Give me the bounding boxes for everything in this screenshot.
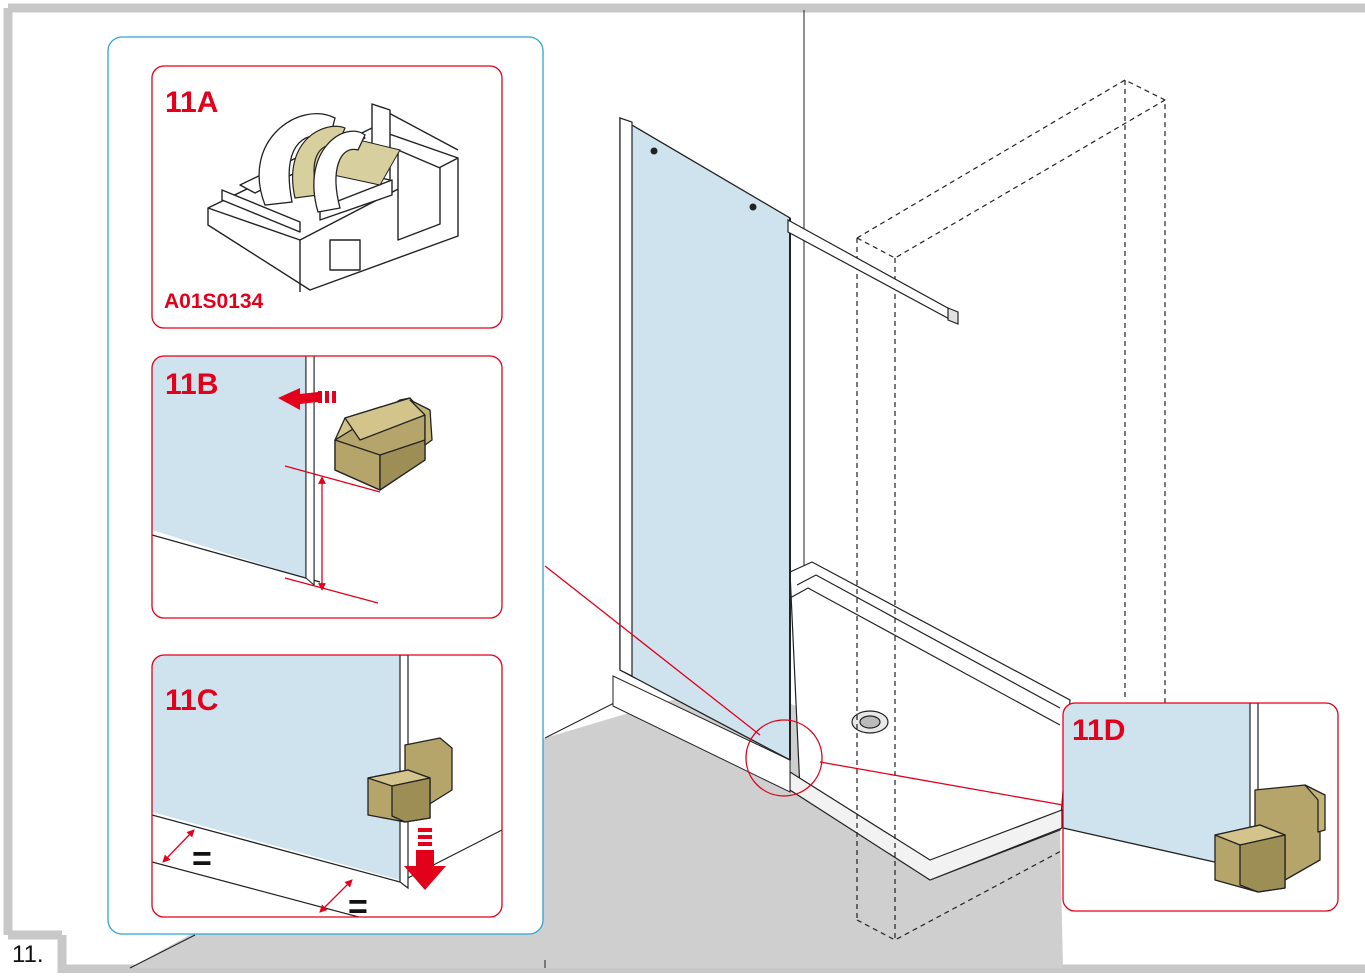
insert-arrow [278, 388, 336, 410]
page-frame [3, 3, 1365, 973]
panel-11b: 11B [151, 355, 503, 619]
gold-clip [334, 397, 433, 491]
panel-label-11a: 11A [165, 86, 218, 119]
equal-mark: = [192, 840, 212, 878]
part-code: A01S0134 [164, 290, 264, 313]
equal-mark: = [348, 888, 368, 926]
panel-11a: 11A A01S0134 [151, 65, 503, 329]
panel-11d: 11D [1062, 702, 1339, 912]
dashed-enclosure [856, 79, 1166, 941]
panel-11c: 11C = = [151, 654, 503, 926]
detail-callout-circle [745, 719, 823, 797]
glass-panel [619, 116, 791, 762]
stabiliser-bar [787, 218, 959, 325]
panel-label-11d: 11D [1072, 714, 1125, 747]
panel-label-11b: 11B [165, 368, 218, 401]
peel-tape [258, 113, 336, 206]
step-number: 11. [12, 941, 44, 968]
panel-label-11c: 11C [165, 684, 218, 717]
gold-clip [367, 737, 453, 823]
gold-clip [1214, 784, 1326, 893]
push-down-arrow [404, 828, 446, 890]
shower-tray [789, 561, 1071, 881]
